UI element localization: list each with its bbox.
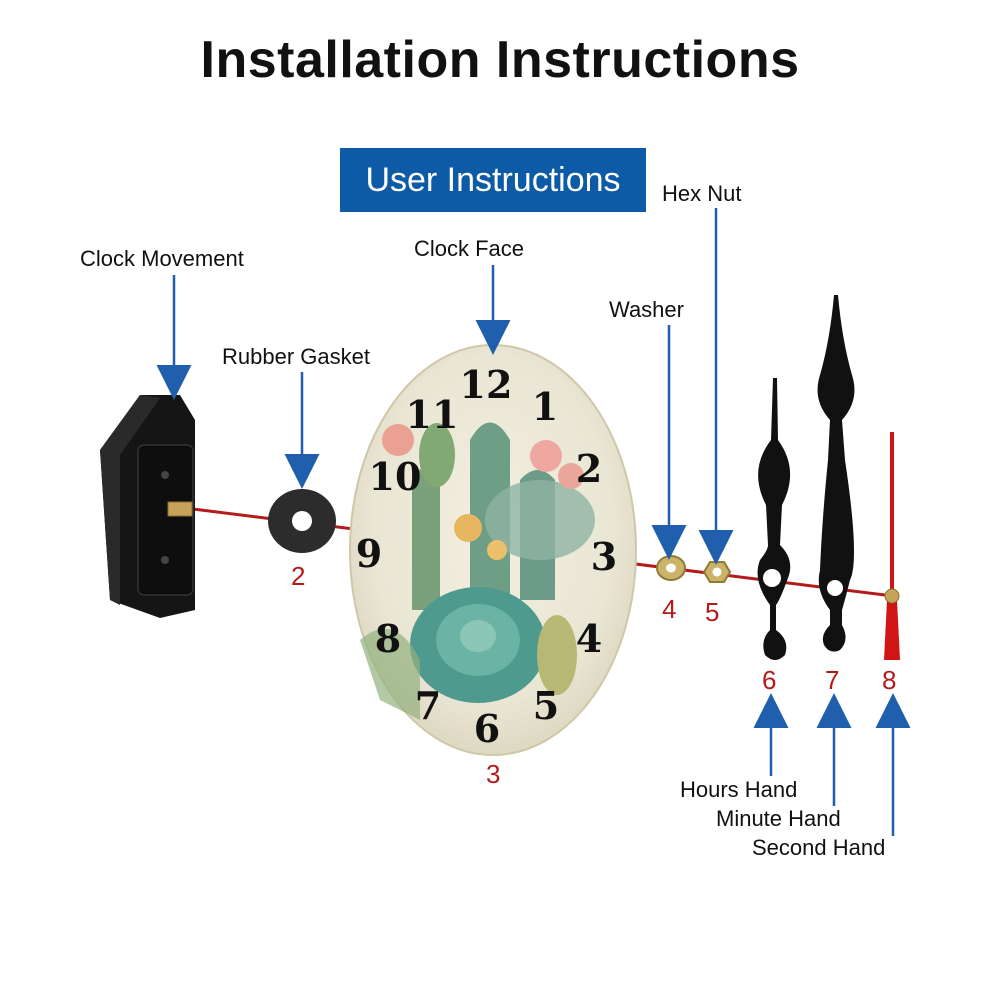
label-minute-hand: Minute Hand — [716, 806, 841, 831]
part-number-7: 7 — [825, 665, 840, 695]
user-instructions-banner: User Instructions — [340, 148, 646, 212]
part-number-5: 5 — [705, 597, 720, 627]
part-number-6: 6 — [762, 665, 777, 695]
dial-number-7: 7 — [415, 683, 441, 728]
label-hours-hand: Hours Hand — [680, 777, 798, 802]
part-number-4: 4 — [662, 594, 677, 624]
rubber-gasket — [268, 489, 336, 553]
clock-face: 12 1 2 3 4 5 6 7 8 9 10 11 — [349, 344, 637, 756]
part-number-8: 8 — [882, 665, 897, 695]
minute-hand — [817, 295, 855, 652]
dial-number-9: 9 — [356, 531, 382, 576]
dial-number-4: 4 — [576, 616, 602, 661]
dial-number-11: 11 — [406, 392, 459, 437]
washer — [656, 555, 686, 581]
dial-number-10: 10 — [369, 454, 422, 499]
second-hand — [884, 432, 900, 660]
label-clock-movement: Clock Movement — [80, 246, 244, 271]
dial-number-2: 2 — [576, 446, 602, 491]
dial-number-1: 1 — [532, 384, 558, 429]
dial-number-6: 6 — [474, 706, 500, 751]
dial-number-3: 3 — [591, 534, 617, 579]
clock-movement — [100, 395, 195, 618]
page-title: Installation Instructions — [200, 31, 800, 89]
label-second-hand: Second Hand — [752, 835, 886, 860]
hours-hand — [757, 378, 791, 660]
dial-number-5: 5 — [533, 683, 559, 728]
dial-number-12: 12 — [460, 362, 513, 407]
label-clock-face: Clock Face — [414, 236, 525, 261]
part-number-3: 3 — [486, 759, 501, 789]
label-hex-nut: Hex Nut — [662, 181, 742, 206]
label-rubber-gasket: Rubber Gasket — [222, 344, 370, 369]
dial-number-8: 8 — [375, 616, 401, 661]
label-washer: Washer — [609, 297, 684, 322]
part-number-2: 2 — [291, 561, 306, 591]
hex-nut — [702, 561, 732, 583]
